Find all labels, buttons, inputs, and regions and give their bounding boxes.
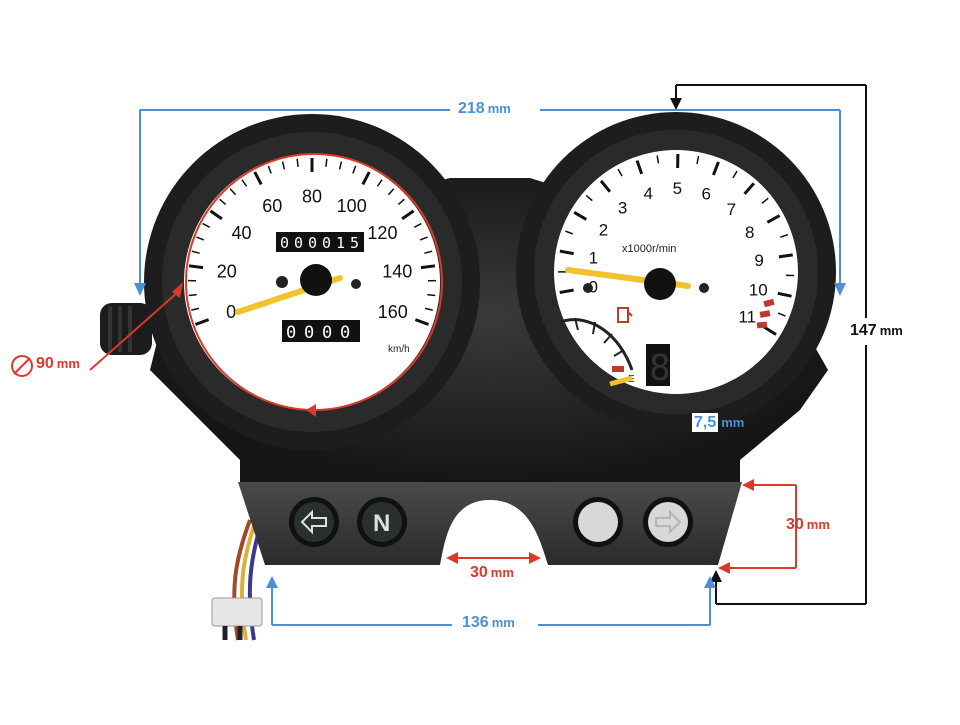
dimension-notch-unit: mm [491,565,514,580]
trip-reset-knob [100,303,152,355]
counter-digit: 0 [322,323,332,343]
gear-display: 8 [646,344,671,389]
dimension-218-value: 218 [458,100,485,117]
dial-scale-label: 2 [599,221,608,240]
dial-minor-tick [297,159,298,167]
speed-needle-hub [300,264,332,296]
dial-scale-label: 140 [382,261,412,281]
speed-indicator-dot-right [351,279,361,289]
dimension-147-unit: mm [880,323,903,338]
dial-scale-label: 60 [262,196,282,216]
speed-indicator-dot [276,276,288,288]
high-beam-lamp [578,502,618,542]
dimension-147-value: 147 [850,322,877,339]
dial-scale-label: 4 [644,184,653,203]
rpm-unit-label: x1000r/min [622,243,676,255]
fuel-full-label: F [551,300,557,311]
dimension-panel-height-unit: mm [807,517,830,532]
dial-scale-label: 6 [701,185,710,204]
wire-connector [212,598,262,626]
dial-major-tick [189,266,203,268]
dimension-136-unit: mm [492,615,515,630]
dimension-notch-value: 30 [470,564,488,581]
dial-scale-label: 160 [378,302,408,322]
dimension-depth-value: 7,5 [692,413,718,432]
gear-digit: 8 [649,348,671,389]
dimension-depth-unit: mm [721,415,744,430]
dimension-90-unit: mm [57,356,80,371]
counter-digit: 0 [286,323,296,343]
dial-minor-tick [189,295,197,296]
dial-scale-label: 1 [589,248,598,267]
dial-scale-label: 7 [727,200,736,219]
counter-digit: 0 [308,234,317,252]
rpm-indicator-dot-right [699,283,709,293]
dial-minor-tick [427,295,435,296]
dial-scale-label: 11 [738,308,756,327]
rpm-indicator-dot-left [583,283,593,293]
dial-scale-label: 80 [302,186,322,206]
dimension-notch-lines [446,552,541,564]
dial-scale-label: 10 [749,280,768,299]
counter-digit: 0 [280,234,289,252]
dial-scale-label: 100 [337,196,367,216]
diameter-symbol-icon [12,356,32,376]
dial-major-tick [779,255,793,257]
dial-scale-label: 40 [232,223,252,243]
dial-scale-label: 5 [673,179,682,198]
dial-scale-label: 0 [226,302,236,322]
neutral-label: N [373,510,390,537]
counter-digit: 0 [322,234,331,252]
turn-right-lamp [648,502,688,542]
dial-major-tick [421,266,435,268]
dial-scale-label: 9 [754,251,763,270]
rpm-needle-hub [644,268,676,300]
counter-digit: 0 [340,323,350,343]
dimension-136-value: 136 [462,614,489,631]
counter-digit: 0 [294,234,303,252]
dial-minor-tick [326,159,327,167]
dimension-218-unit: mm [488,101,511,116]
speed-unit-label: km/h [388,344,410,355]
dimension-panel-height-value: 30 [786,516,804,533]
dial-scale-label: 120 [367,223,397,243]
dial-scale-label: 8 [745,223,754,242]
turn-left-lamp [294,502,334,542]
dimension-90-value: 90 [36,355,54,372]
counter-digit: 1 [336,234,345,252]
wiring-harness [212,520,262,640]
counter-digit: 0 [304,323,314,343]
dial-scale-label: 3 [618,198,627,217]
counter-digit: 5 [350,234,359,252]
dial-scale-label: 20 [217,261,237,281]
